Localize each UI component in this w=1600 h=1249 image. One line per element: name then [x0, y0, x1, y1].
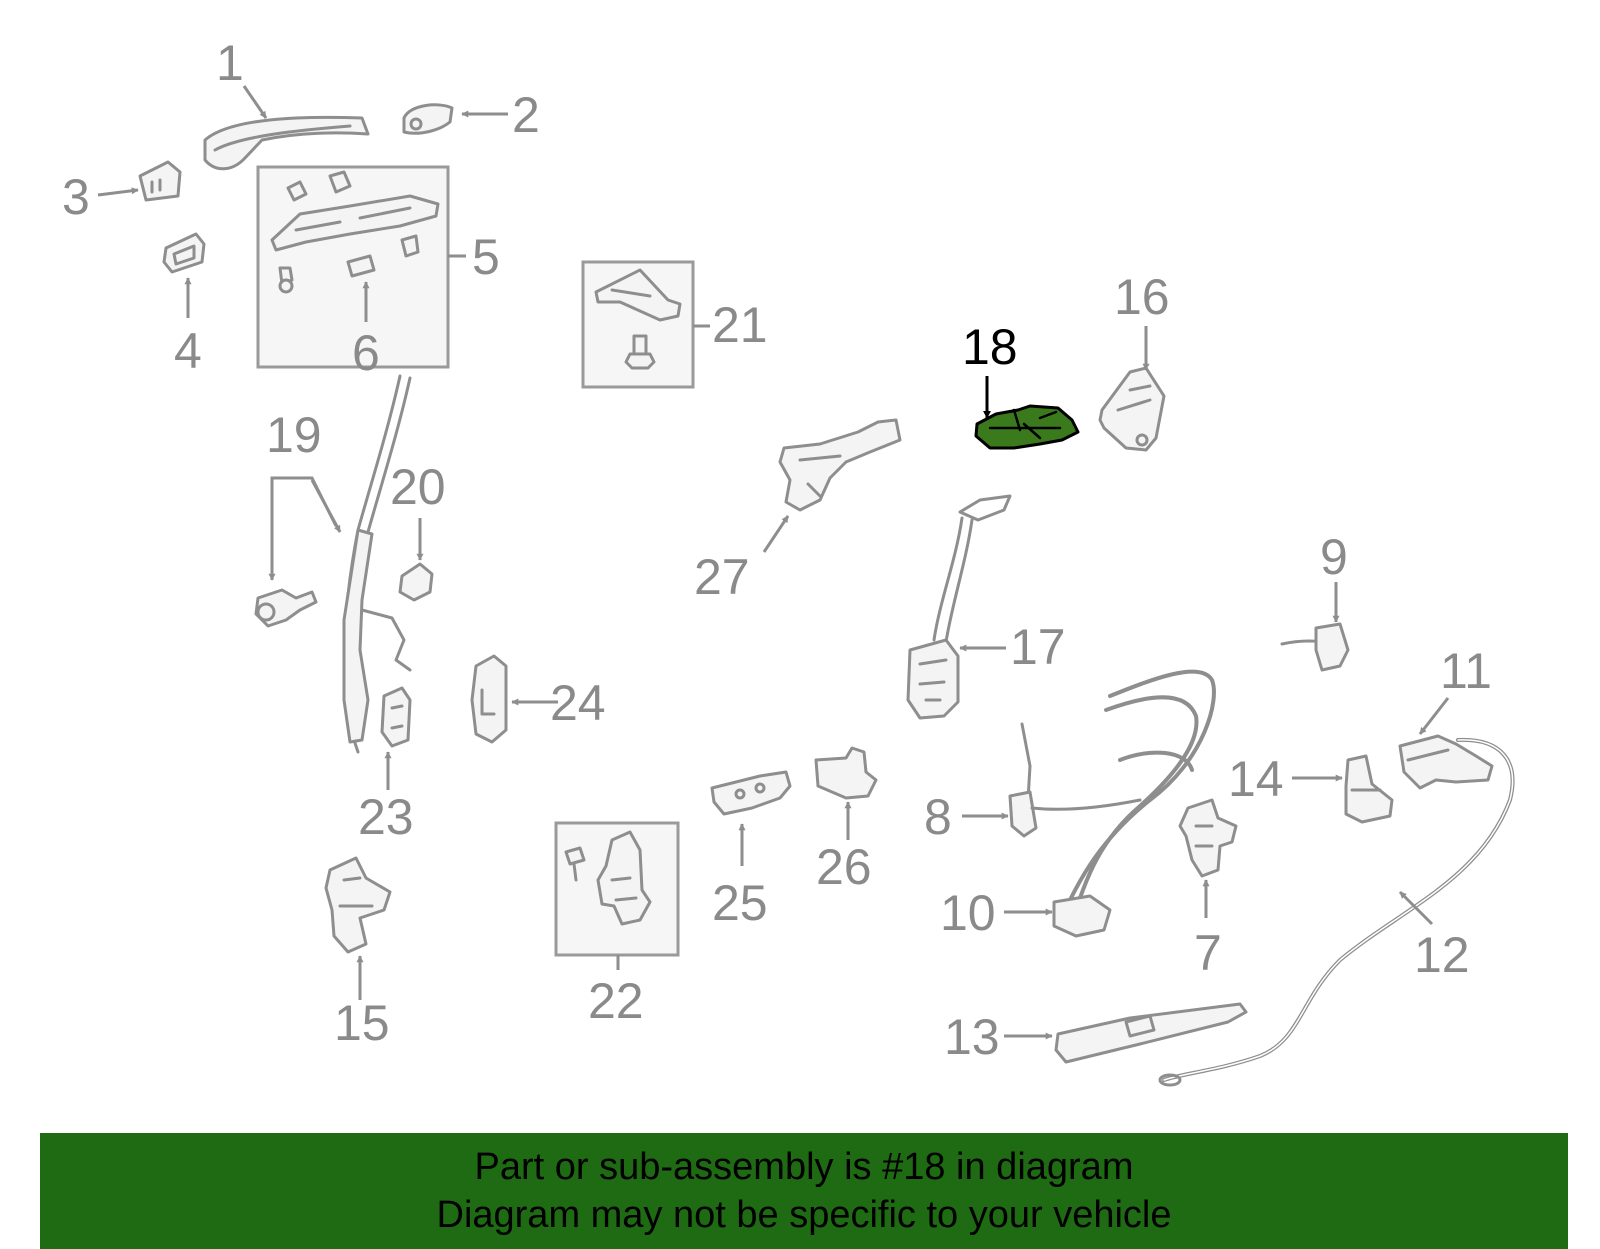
- callout-3: 3: [62, 169, 90, 225]
- callout-20: 20: [390, 459, 446, 515]
- callout-19: 19: [266, 407, 322, 463]
- part-17-lock-rod-assembly[interactable]: [906, 494, 1012, 720]
- part-11-lock-assembly[interactable]: [1398, 734, 1494, 790]
- callout-15: 15: [334, 995, 390, 1051]
- part-24-striker-cover[interactable]: [470, 654, 508, 744]
- part-12-lock-cable[interactable]: [1158, 737, 1515, 1087]
- part-1-outside-handle[interactable]: [203, 115, 370, 171]
- callout-labels: 1 2 3 4 5 6 7 8 9 10 11 12 13 14 15 16 1…: [62, 35, 1492, 1065]
- callout-14: 14: [1228, 751, 1284, 807]
- part-15-hinge[interactable]: [324, 856, 392, 954]
- leader-lines: [97, 85, 1450, 1040]
- banner-line-2: Diagram may not be specific to your vehi…: [436, 1194, 1172, 1236]
- callout-17: 17: [1010, 619, 1066, 675]
- callout-1: 1: [216, 35, 244, 91]
- box-22-hinge-kit[interactable]: [554, 821, 680, 957]
- part-7-inside-handle[interactable]: [1178, 798, 1238, 878]
- part-25-hinge-pad[interactable]: [710, 770, 792, 816]
- part-27-bracket[interactable]: [778, 418, 902, 512]
- leader-1: [242, 85, 268, 119]
- leader-3: [97, 187, 139, 197]
- callout-13: 13: [944, 1009, 1000, 1065]
- box-5-handle-frame[interactable]: [256, 165, 450, 369]
- callout-27: 27: [694, 549, 750, 605]
- part-16-door-check[interactable]: [1098, 366, 1166, 452]
- part-3-lock-cylinder[interactable]: [138, 160, 182, 202]
- callout-12: 12: [1414, 927, 1470, 983]
- callout-26: 26: [816, 839, 872, 895]
- part-20-grommet[interactable]: [398, 562, 434, 602]
- part-9-switch[interactable]: [1280, 622, 1350, 672]
- part-19-channel[interactable]: [342, 374, 412, 754]
- part-8-cable-actuator[interactable]: [1008, 722, 1142, 838]
- callout-4: 4: [174, 323, 202, 379]
- callout-10: 10: [940, 885, 996, 941]
- leader-19-bracket: [270, 476, 338, 527]
- box-21-bracket-kit[interactable]: [581, 260, 695, 389]
- callout-18: 18: [962, 319, 1018, 375]
- leader-12: [1398, 890, 1434, 926]
- part-26-bracket[interactable]: [814, 746, 878, 800]
- callout-8: 8: [924, 789, 952, 845]
- part-19-clip[interactable]: [254, 588, 318, 628]
- part-6-handle-pad[interactable]: [346, 254, 376, 278]
- part-13-trim-strip[interactable]: [1054, 1002, 1248, 1064]
- part-18-highlighted[interactable]: [974, 404, 1080, 450]
- part-10-cable-assembly[interactable]: [1052, 669, 1216, 938]
- callout-7: 7: [1194, 925, 1222, 981]
- callout-2: 2: [512, 87, 540, 143]
- callout-21: 21: [712, 297, 768, 353]
- banner-line-1: Part or sub-assembly is #18 in diagram: [474, 1146, 1134, 1188]
- part-14-cover[interactable]: [1344, 754, 1394, 824]
- callout-24: 24: [550, 675, 606, 731]
- callout-25: 25: [712, 875, 768, 931]
- part-2-handle-cap[interactable]: [402, 103, 454, 135]
- leader-11: [1418, 697, 1450, 735]
- callout-5: 5: [472, 229, 500, 285]
- leader-27: [762, 515, 790, 553]
- part-4-pad[interactable]: [162, 232, 206, 274]
- callout-23: 23: [358, 789, 414, 845]
- part-23-pad[interactable]: [380, 686, 412, 748]
- callout-9: 9: [1320, 529, 1348, 585]
- callout-6: 6: [352, 325, 380, 381]
- leader-19b: [310, 479, 342, 533]
- callout-22: 22: [588, 973, 644, 1029]
- callout-11: 11: [1440, 643, 1492, 699]
- callout-16: 16: [1114, 269, 1170, 325]
- info-banner: Part or sub-assembly is #18 in diagram D…: [40, 1133, 1568, 1249]
